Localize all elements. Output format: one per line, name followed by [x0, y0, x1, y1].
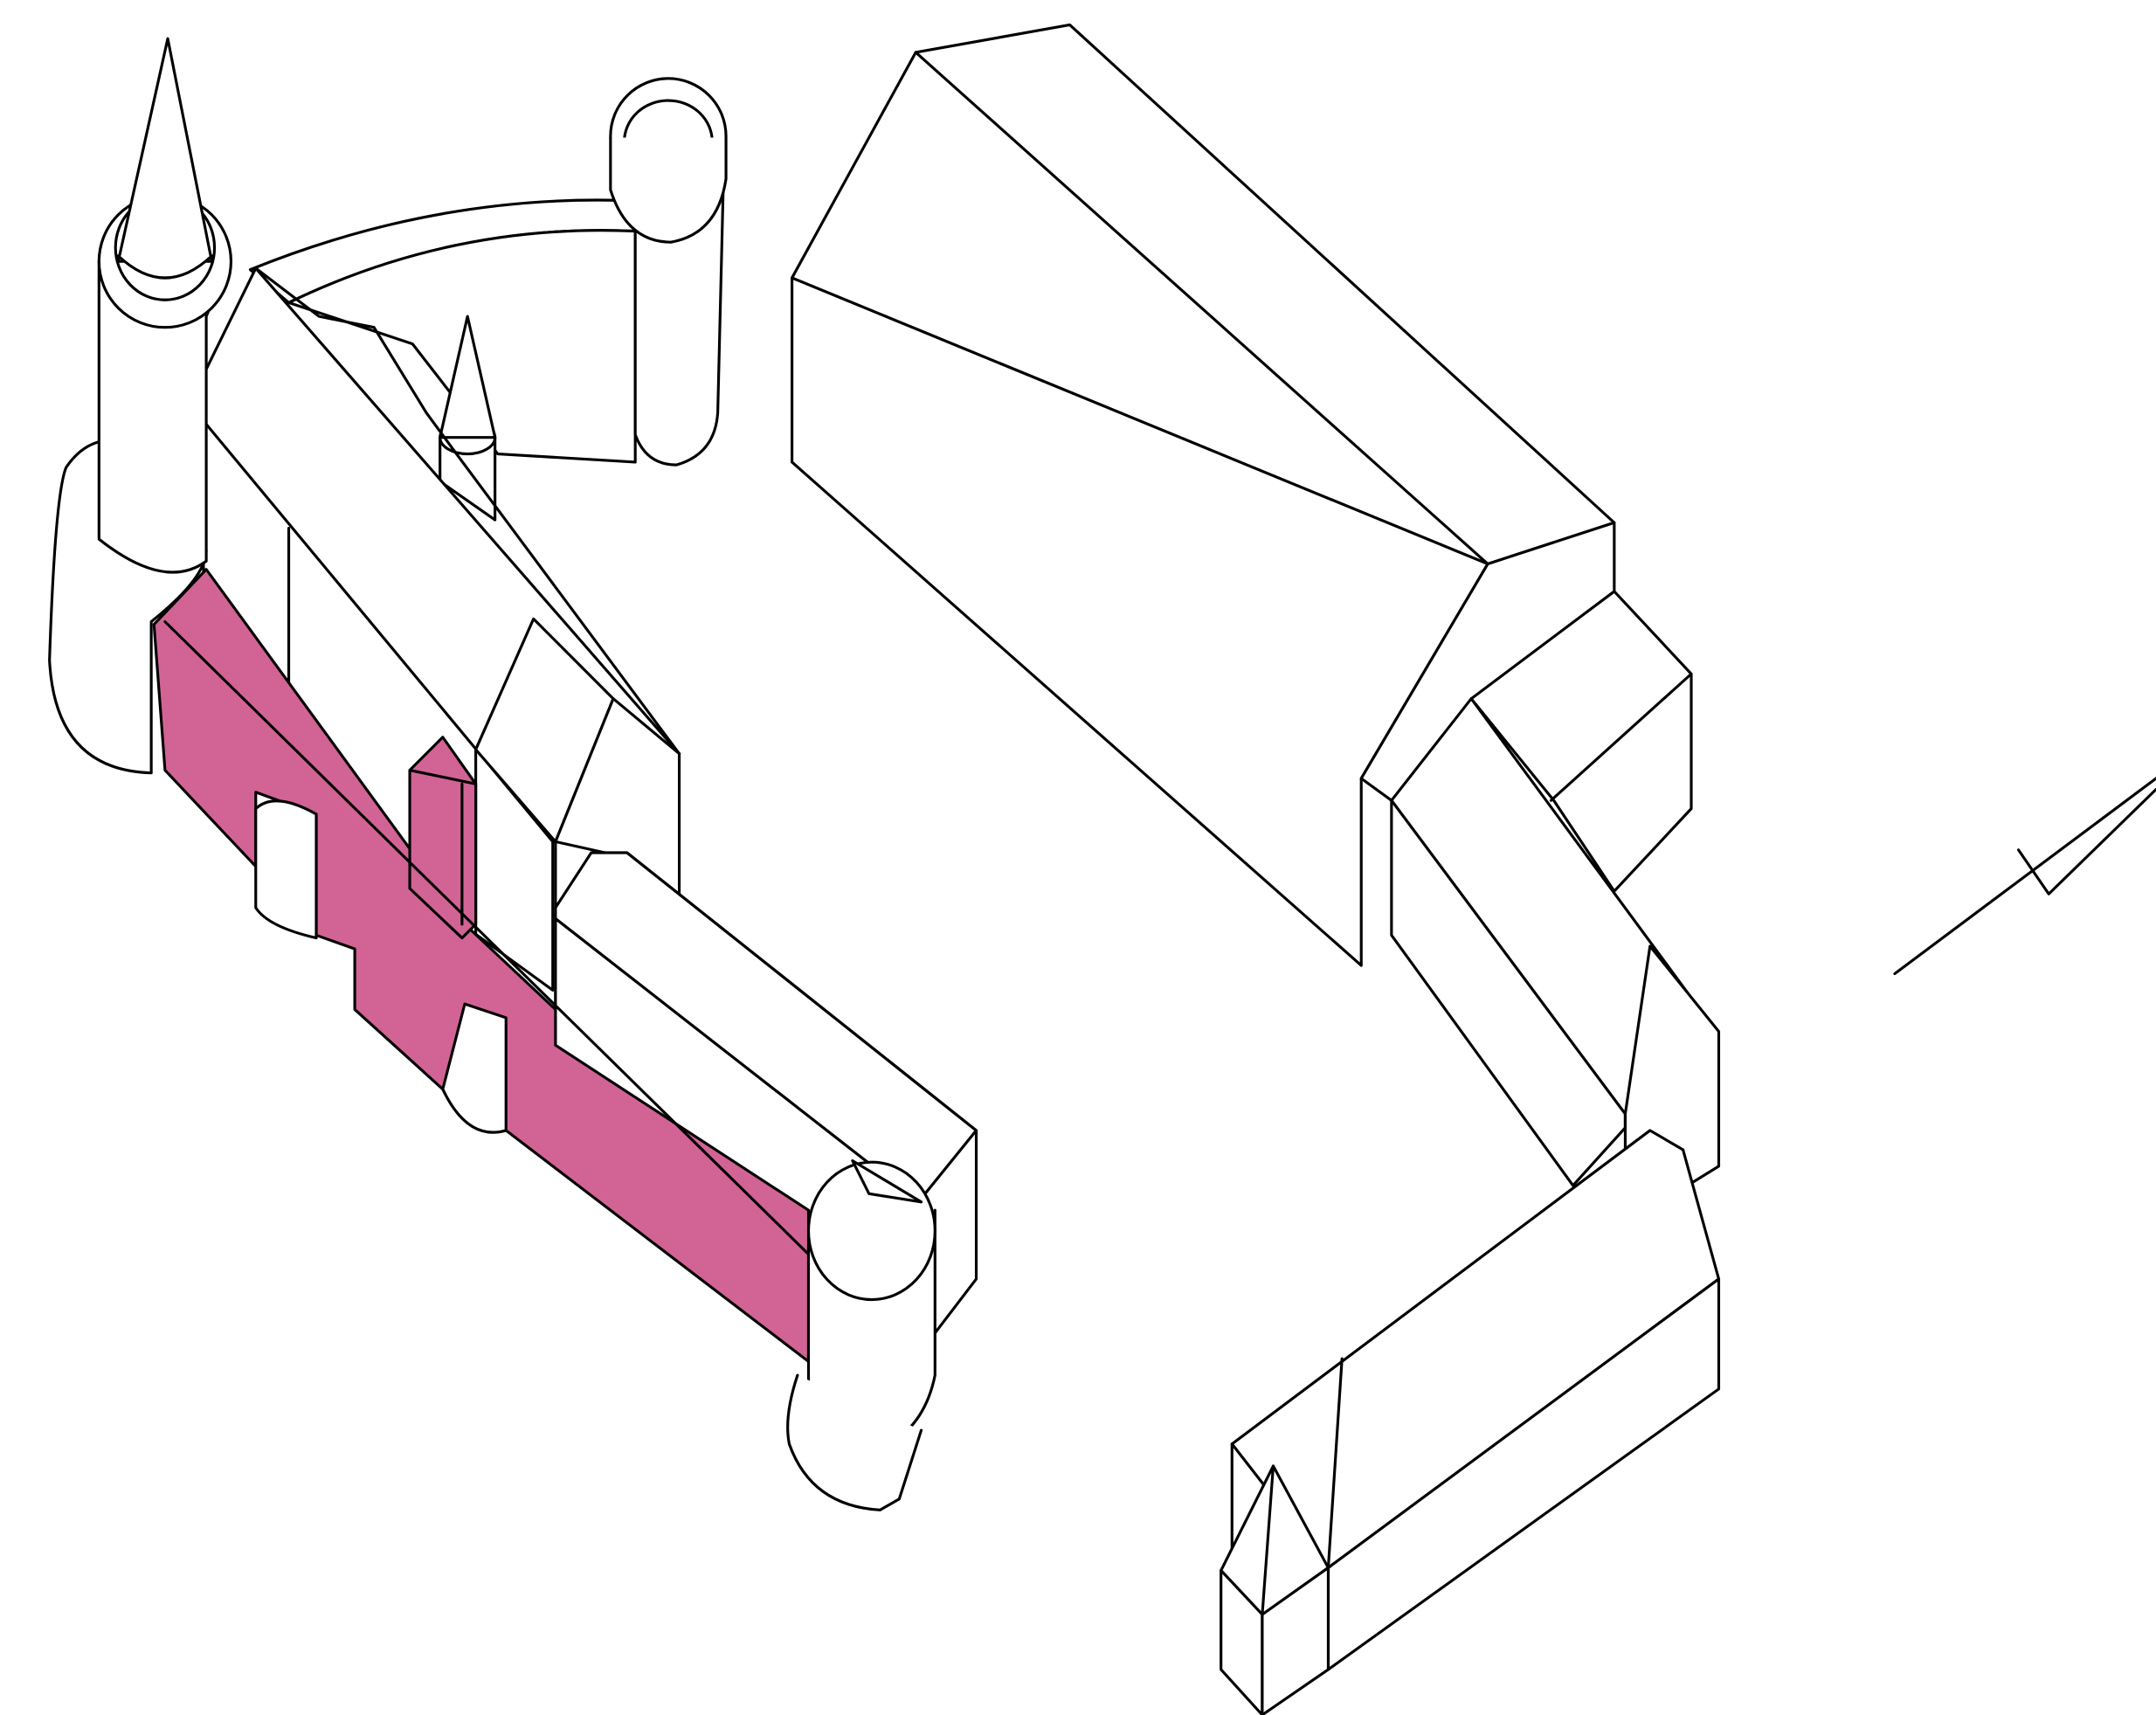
castle-secondary-building	[791, 23, 1721, 1715]
gable-block	[474, 617, 681, 1013]
back-round-tower	[609, 77, 728, 467]
front-corner-tower	[48, 37, 233, 775]
castle-main-wing	[48, 37, 978, 1511]
small-spire	[1220, 1464, 1330, 1715]
north-arrow-icon	[1893, 777, 2156, 976]
rear-corner-tower	[786, 1158, 936, 1511]
large-hall-wall	[791, 276, 1489, 967]
middle-spire	[439, 315, 497, 522]
front-wall-section	[152, 568, 811, 1363]
